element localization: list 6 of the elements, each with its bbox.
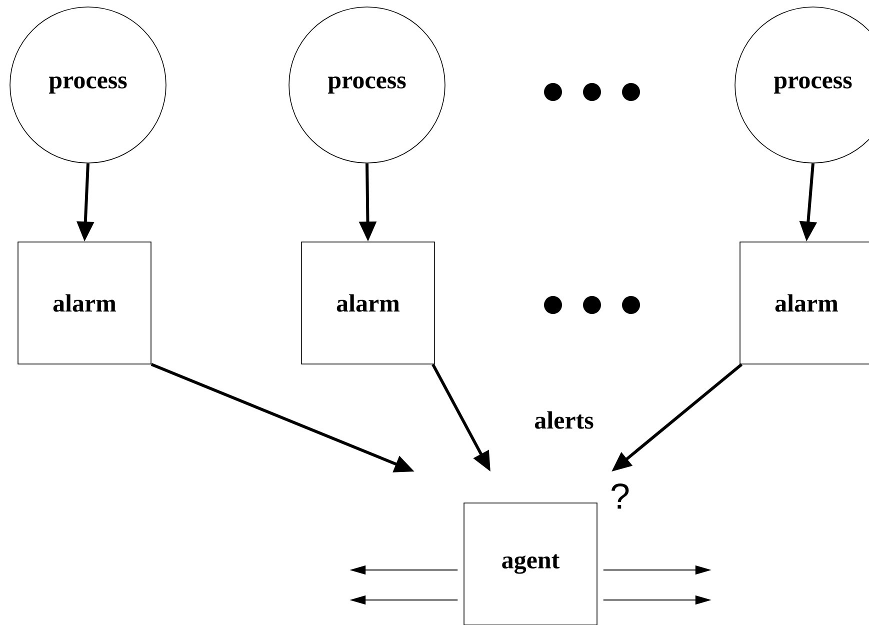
question-mark: ? (611, 483, 629, 509)
label: alerts (534, 411, 594, 429)
process-box: agent (464, 502, 598, 625)
process-box: alarm (18, 242, 152, 364)
process-box: alarm (740, 242, 869, 364)
process-box: alarm (301, 242, 435, 364)
